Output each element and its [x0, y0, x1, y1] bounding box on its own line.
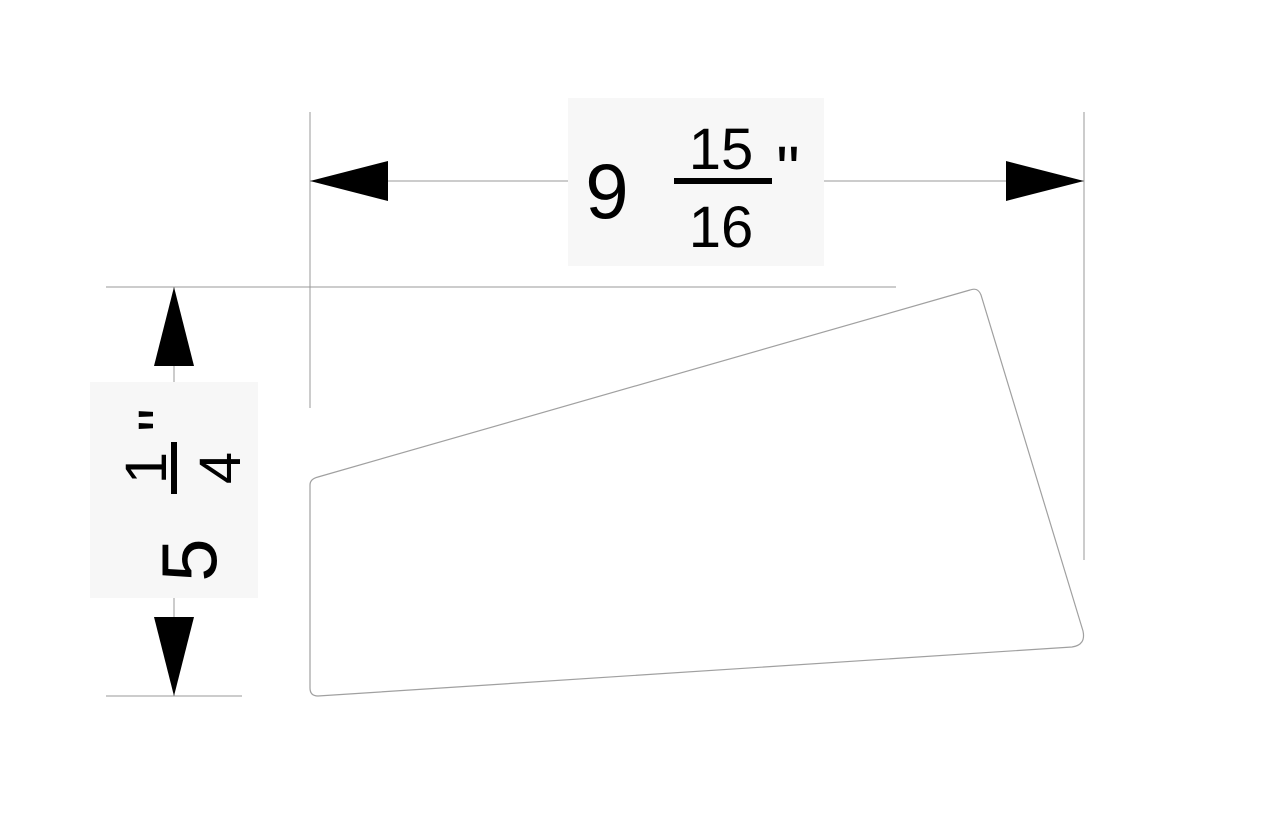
width-arrow-left-icon	[310, 161, 388, 201]
width-dimension-label: 9 15 16 "	[568, 98, 824, 266]
width-numerator: 15	[689, 117, 754, 182]
height-arrow-bottom-icon	[154, 617, 194, 696]
height-numerator: 1	[114, 452, 179, 484]
height-unit-mark: "	[124, 408, 198, 431]
width-unit-mark: "	[776, 132, 799, 206]
height-dimension-label: 5 1 4 "	[90, 382, 258, 598]
width-whole-number: 9	[585, 147, 628, 235]
height-whole-number: 5	[145, 538, 233, 581]
width-denominator: 16	[689, 195, 754, 260]
height-arrow-top-icon	[154, 287, 194, 366]
panel-outline	[309, 288, 1085, 697]
width-arrow-right-icon	[1006, 161, 1084, 201]
height-denominator: 4	[188, 452, 253, 484]
